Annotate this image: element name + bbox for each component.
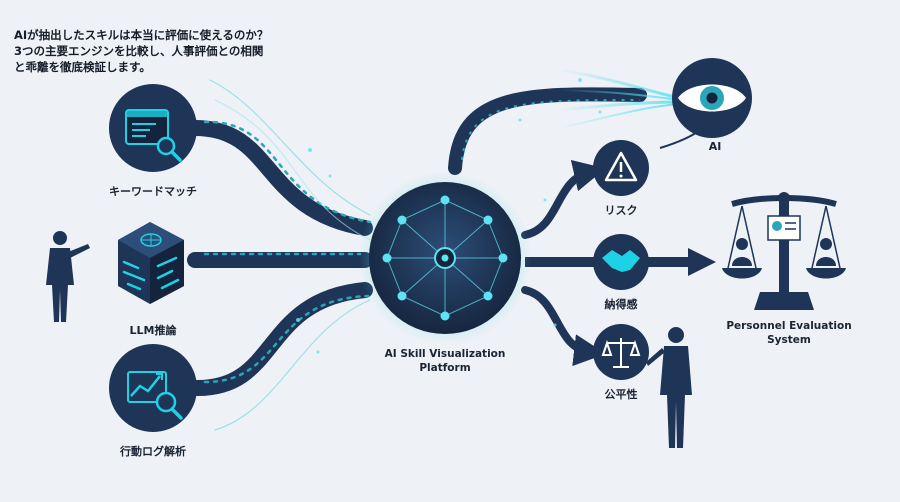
eye-icon bbox=[672, 58, 752, 138]
platform-label: AI Skill Visualization Platform bbox=[370, 347, 520, 375]
flow-log bbox=[187, 282, 373, 397]
satisfaction-node bbox=[593, 234, 649, 290]
particles bbox=[296, 78, 602, 354]
headline: AIが抽出したスキルは本当に評価に使えるのか？ 3つの主要エンジンを比較し、人事… bbox=[14, 27, 268, 75]
system-label-line-2: System bbox=[767, 334, 811, 346]
risk-label: リスク bbox=[604, 204, 638, 217]
fairness-label: 公平性 bbox=[604, 388, 638, 401]
flow-keyword bbox=[187, 120, 373, 236]
output-flows bbox=[521, 123, 716, 367]
flow-log-highlight bbox=[203, 294, 370, 384]
person-icon bbox=[732, 238, 752, 266]
person-icon bbox=[816, 238, 836, 266]
magnifier-icon bbox=[155, 391, 183, 420]
satisfaction-label: 納得感 bbox=[604, 298, 638, 311]
headline-line-2: 3つの主要エンジンを比較し、人事評価との相関 bbox=[14, 44, 264, 58]
presenter-left-figure bbox=[46, 231, 90, 322]
log-node bbox=[109, 344, 197, 432]
keyword-node bbox=[109, 84, 197, 172]
log-label: 行動ログ解析 bbox=[120, 445, 186, 458]
risk-node bbox=[593, 140, 649, 196]
headline-line-3: と乖離を徹底検証します。 bbox=[14, 60, 151, 74]
balance-scale-icon bbox=[601, 338, 641, 368]
globe-icon bbox=[140, 233, 162, 247]
llm-label: LLM推論 bbox=[129, 324, 177, 337]
evaluation-scale bbox=[722, 192, 846, 310]
presenter-right-figure bbox=[646, 327, 692, 448]
headline-line-1: AIが抽出したスキルは本当に評価に使えるのか？ bbox=[14, 28, 269, 42]
flow-keyword-highlight bbox=[203, 120, 372, 224]
keyword-label: キーワードマッチ bbox=[109, 185, 197, 198]
eye-flow bbox=[448, 68, 681, 175]
system-label-line-1: Personnel Evaluation bbox=[726, 320, 852, 332]
fairness-node bbox=[593, 324, 649, 380]
ai-label: AI bbox=[708, 140, 722, 153]
input-flows bbox=[187, 79, 373, 431]
handshake-icon bbox=[602, 250, 640, 272]
platform-label-line-1: AI Skill Visualization bbox=[384, 348, 506, 360]
llm-node bbox=[118, 222, 184, 304]
system-label: Personnel Evaluation System bbox=[724, 319, 854, 347]
platform-hub bbox=[359, 172, 531, 344]
platform-label-line-2: Platform bbox=[419, 362, 471, 374]
report-icon bbox=[767, 215, 801, 241]
gear-icon bbox=[434, 247, 456, 269]
warning-icon bbox=[604, 151, 638, 182]
magnifier-icon bbox=[156, 136, 182, 162]
